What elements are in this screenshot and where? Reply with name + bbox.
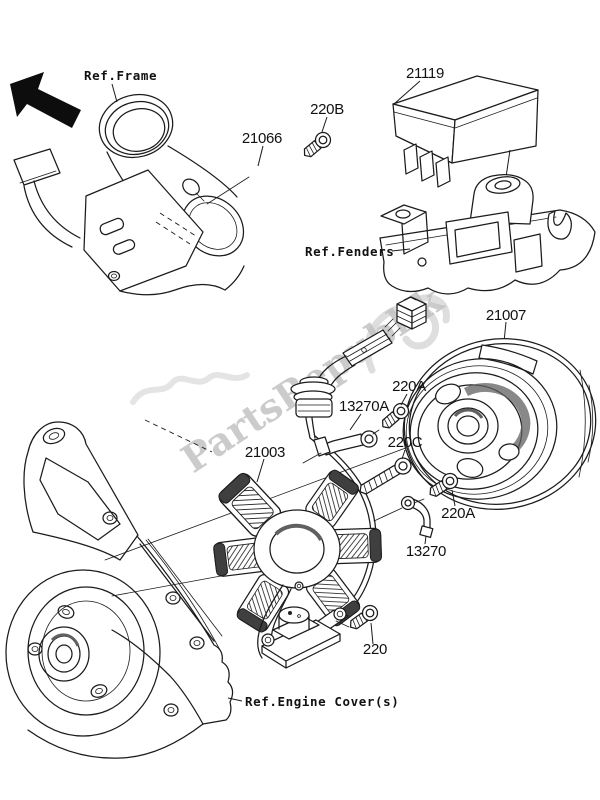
fender-bracket-drawing <box>379 174 596 295</box>
stator-drawing <box>212 458 383 659</box>
label-220a-lower: 220A <box>441 505 475 522</box>
label-ref-engine-cover: Ref.Engine Cover(s) <box>245 694 399 709</box>
label-220b: 220B <box>310 101 344 118</box>
label-13270: 13270 <box>406 543 446 560</box>
flywheel-drawing <box>402 321 597 510</box>
frame-drawing <box>13 83 245 296</box>
labels: Ref.Frame 21119 220B 21066 Ref.Fenders 2… <box>84 65 526 709</box>
label-21007: 21007 <box>486 307 526 324</box>
label-220a-upper: 220A <box>392 378 426 395</box>
engine-cover-drawing <box>5 419 243 759</box>
label-ref-fenders: Ref.Fenders <box>305 244 394 259</box>
label-21003: 21003 <box>245 444 285 461</box>
fasteners <box>299 128 462 634</box>
stator-lead-drawing <box>290 296 427 625</box>
label-21119: 21119 <box>406 65 444 82</box>
igniter-drawing <box>392 75 539 188</box>
label-220c: 220C <box>388 434 423 451</box>
direction-arrow <box>10 72 81 128</box>
label-21066: 21066 <box>242 130 282 147</box>
label-13270a: 13270A <box>339 398 389 415</box>
pickup-coil-drawing <box>261 606 350 669</box>
label-220: 220 <box>363 641 387 658</box>
label-ref-frame: Ref.Frame <box>84 68 157 83</box>
